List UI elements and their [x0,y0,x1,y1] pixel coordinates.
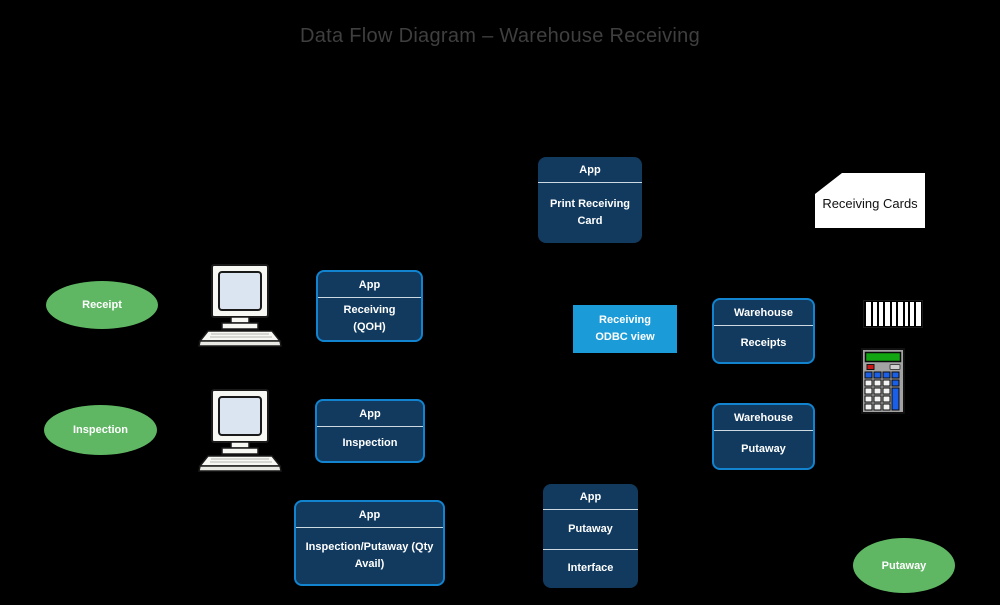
process-putaway-interface: App Putaway Interface [543,484,638,588]
document-receiving-cards: Receiving Cards [815,173,925,228]
process-inspection: App Inspection [315,399,425,463]
store-label: Receipts [740,337,787,350]
process-header: App [543,484,638,510]
process-inspection-putaway: App Inspection/Putaway (Qty Avail) [294,500,445,586]
store-warehouse-putaway: Warehouse Putaway [712,403,815,470]
process-header: App [318,272,421,298]
view-label: Receiving ODBC view [595,313,655,343]
process-header: App [538,157,642,183]
terminator-inspection: Inspection [44,405,157,455]
terminator-label: Receipt [82,299,122,311]
store-label: Putaway [741,442,786,455]
store-header: Warehouse [714,405,813,431]
desktop-computer-icon [195,263,285,348]
view-receiving-odbc: Receiving ODBC view [573,305,677,353]
terminator-label: Putaway [881,559,927,572]
process-label: Interface [567,562,614,575]
process-header: App [296,502,443,528]
process-receiving-qoh: App Receiving (QOH) [316,270,423,342]
process-label: Receiving (QOH) [343,303,396,333]
process-header: App [317,401,423,427]
process-label: Inspection/Putaway (Qty Avail) [305,540,434,570]
process-label: Inspection [342,437,398,450]
handheld-scanner-icon [861,348,905,414]
process-print-receiving-card: App Print Receiving Card [538,157,642,243]
store-warehouse-receipts: Warehouse Receipts [712,298,815,364]
terminator-label: Inspection [72,424,128,436]
terminator-putaway: Putaway [853,538,955,593]
process-label: Putaway [543,510,638,550]
barcode-icon [862,299,924,329]
desktop-computer-icon [195,388,285,473]
process-label: Print Receiving Card [549,197,631,227]
diagram-title: Data Flow Diagram – Warehouse Receiving [299,25,700,47]
document-label: Receiving Cards [822,196,918,211]
store-header: Warehouse [714,300,813,326]
terminator-receipt: Receipt [46,281,158,329]
